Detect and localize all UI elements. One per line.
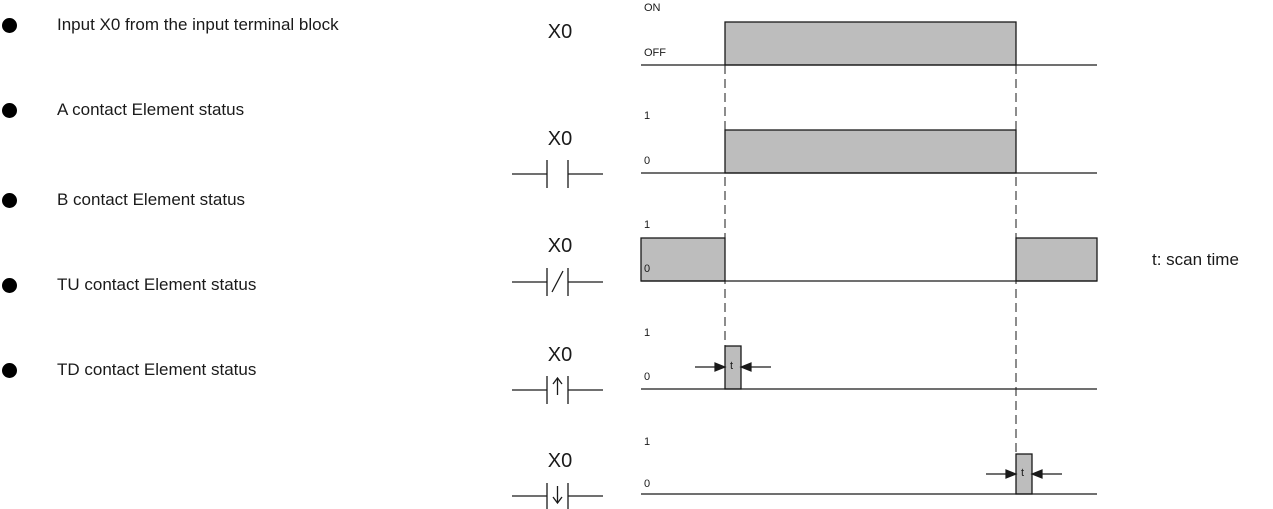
input-symbol-label: X0: [547, 21, 573, 43]
tu-contact-symbol: [512, 376, 603, 404]
td-low-label: 0: [644, 478, 651, 490]
bullet-icon: [2, 363, 17, 378]
a-contact-pulse: [724, 129, 1017, 174]
b-contact-pulse-left: [640, 237, 726, 282]
b-contact-pulse-right: [1015, 237, 1098, 282]
b-contact-symbol: [512, 268, 603, 296]
tu-high-label: 1: [644, 327, 651, 339]
bullet-icon: [2, 193, 17, 208]
input-on-pulse: [724, 21, 1017, 66]
td-width-arrow: [986, 469, 1062, 479]
a-high-label: 1: [644, 110, 651, 122]
a-contact-label: X0: [547, 128, 573, 150]
input-high-label: ON: [644, 2, 661, 14]
td-contact-symbol: [512, 483, 603, 509]
tu-pulse-label: t: [730, 360, 734, 372]
tu-contact-label: X0: [547, 344, 573, 366]
bullet-icon: [2, 18, 17, 33]
scan-time-note: t: scan time: [1152, 250, 1239, 269]
input-low-label: OFF: [644, 47, 666, 59]
b-high-label: 1: [644, 219, 651, 231]
bullet-icon: [2, 103, 17, 118]
a-contact-symbol: [512, 160, 603, 188]
tu-low-label: 0: [644, 371, 651, 383]
td-pulse-label: t: [1021, 467, 1025, 479]
bullet-icon: [2, 278, 17, 293]
b-contact-label: X0: [547, 235, 573, 257]
b-low-label: 0: [644, 263, 651, 275]
legend-label: TU contact Element status: [57, 275, 257, 294]
tu-width-arrow: [695, 362, 771, 372]
td-high-label: 1: [644, 436, 651, 448]
legend-label: TD contact Element status: [57, 360, 257, 379]
td-contact-label: X0: [547, 450, 573, 472]
a-low-label: 0: [644, 155, 651, 167]
legend-label: A contact Element status: [57, 100, 245, 119]
legend-label: B contact Element status: [57, 190, 246, 209]
legend-label: Input X0 from the input terminal block: [57, 15, 339, 34]
